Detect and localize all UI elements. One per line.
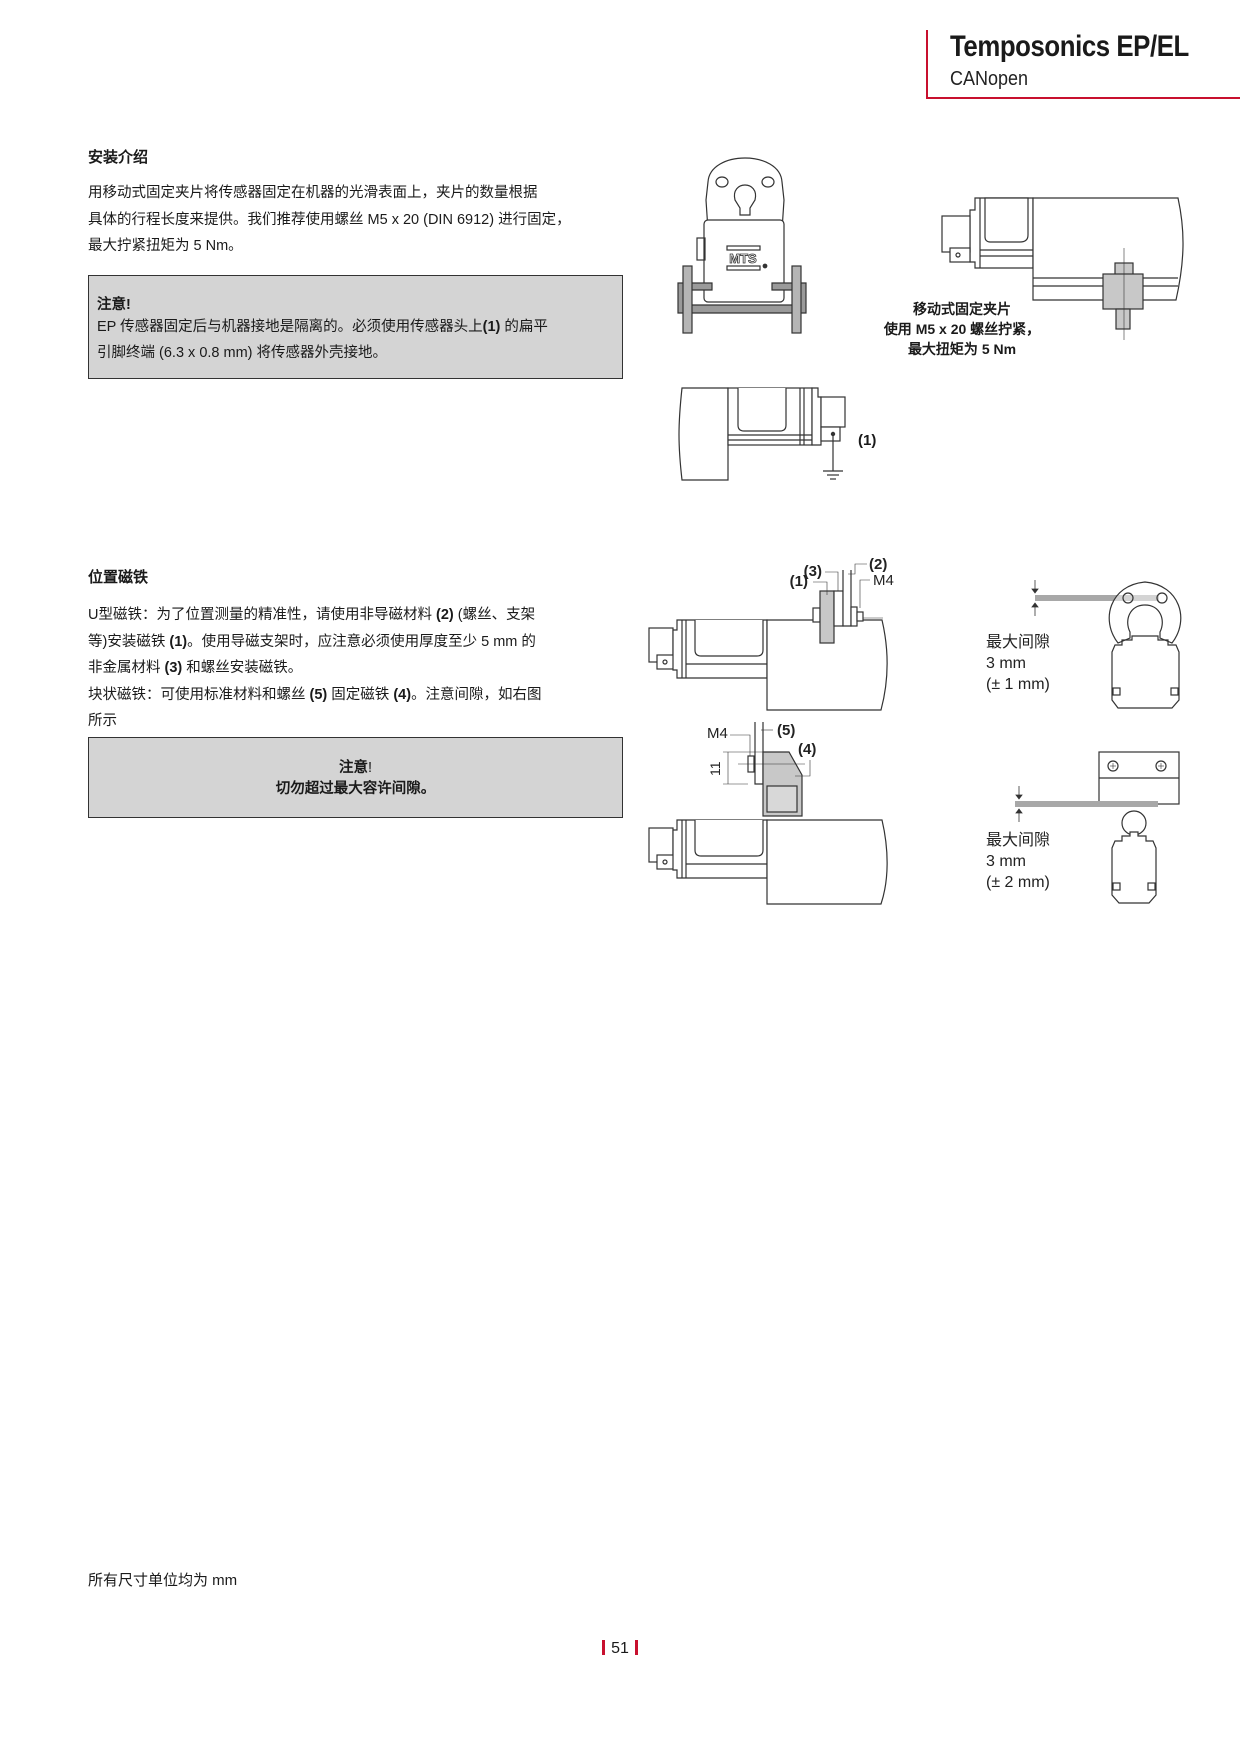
- sensor-grounding-diagram: [678, 387, 846, 481]
- notice-title: 注意!: [97, 297, 131, 313]
- clamp-figure-caption: 移动式固定夹片 使用 M5 x 20 螺丝拧紧， 最大扭矩为 5 Nm: [862, 299, 1062, 359]
- notice-text-part: EP 传感器固定后与机器接地是隔离的。必须使用传感器头上: [97, 319, 483, 335]
- block-magnet-gap-spec: 最大间隙 3 mm (± 2 mm): [986, 830, 1050, 893]
- callout-screw-5: (5): [777, 722, 795, 739]
- gap-label: 最大间隙: [986, 832, 1051, 849]
- page-number: 51: [0, 1640, 1240, 1658]
- sensor-side-view-clamp-diagram: [941, 197, 1184, 340]
- section-heading-installation: 安装介绍: [88, 149, 149, 166]
- gap-value: 3 mm: [986, 655, 1026, 672]
- sensor-front-view-clamp-diagram: MTS: [677, 157, 807, 334]
- u-magnet-mounting-diagram: (1) (3) (2) M4: [648, 556, 894, 711]
- gap-value: 3 mm: [986, 853, 1026, 870]
- page-number-left-bar: [602, 1640, 606, 1655]
- ground-terminal-callout: (1): [858, 432, 877, 449]
- callout-nonmagnetic-3: (3): [804, 563, 822, 580]
- block-magnet-gap-diagram: [1015, 751, 1180, 904]
- notice-text: 切勿超过最大容许间隙。: [275, 781, 436, 797]
- callout-screw-2: (2): [869, 556, 887, 573]
- gap-warning-notice-box: 注意! 切勿超过最大容许间隙。: [88, 737, 623, 818]
- paragraph-line: 用移动式固定夹片将传感器固定在机器的光滑表面上，夹片的数量根据: [88, 185, 538, 201]
- header-accent-vertical-line: [926, 30, 928, 99]
- caption-line: 移动式固定夹片: [913, 301, 1011, 317]
- dimension-11: 11: [707, 761, 723, 776]
- document-title: Temposonics EP/EL: [950, 30, 1189, 63]
- units-footnote: 所有尺寸单位均为 mm: [88, 1572, 238, 1589]
- callout-m4: M4: [873, 572, 894, 589]
- notice-text-part: 的扁平: [500, 319, 548, 335]
- gap-tolerance: (± 1 mm): [986, 676, 1050, 693]
- u-magnet-gap-diagram: [1031, 580, 1182, 709]
- paragraph-line: 非金属材料 (3) 和螺丝安装磁铁。: [88, 660, 303, 676]
- caption-line: 使用 M5 x 20 螺丝拧紧，: [883, 321, 1041, 337]
- paragraph-line: 最大拧紧扭矩为 5 Nm。: [88, 238, 243, 254]
- callout-magnet-1: (1): [790, 573, 808, 590]
- mts-logo: MTS: [729, 251, 757, 266]
- document-subtitle: CANopen: [950, 68, 1029, 90]
- paragraph-line: 所示: [88, 713, 117, 729]
- caption-line: 最大扭矩为 5 Nm: [907, 341, 1017, 357]
- block-magnet-mounting-diagram: M4 (5) (4) 11: [648, 722, 888, 905]
- callout-block-magnet-4: (4): [798, 741, 816, 758]
- page-number-value: 51: [611, 1640, 629, 1657]
- paragraph-line: 等)安装磁铁 (1)。使用导磁支架时，应注意必须使用厚度至少 5 mm 的: [88, 633, 536, 650]
- u-magnet-gap-spec: 最大间隙 3 mm (± 1 mm): [986, 632, 1050, 695]
- notice-callout-ref: (1): [482, 319, 501, 335]
- gap-label: 最大间隙: [986, 634, 1051, 651]
- page-number-right-bar: [634, 1640, 638, 1655]
- section-heading-magnets: 位置磁铁: [88, 569, 149, 586]
- gap-tolerance: (± 2 mm): [986, 874, 1050, 891]
- paragraph-line: 具体的行程长度来提供。我们推荐使用螺丝 M5 x 20 (DIN 6912) 进…: [88, 211, 571, 228]
- installation-paragraph: 用移动式固定夹片将传感器固定在机器的光滑表面上，夹片的数量根据 具体的行程长度来…: [88, 180, 628, 260]
- ground-symbol-icon: [823, 434, 843, 480]
- header-accent-horizontal-line: [926, 97, 1240, 99]
- paragraph-line: 块状磁铁：可使用标准材料和螺丝 (5) 固定磁铁 (4)。注意间隙，如右图: [88, 686, 542, 703]
- magnets-paragraph: U型磁铁：为了位置测量的精准性，请使用非导磁材料 (2) (螺丝、支架 等)安装…: [88, 602, 628, 735]
- callout-m4-block: M4: [707, 725, 728, 742]
- paragraph-line: U型磁铁：为了位置测量的精准性，请使用非导磁材料 (2) (螺丝、支架: [88, 607, 536, 623]
- notice-text: EP 传感器固定后与机器接地是隔离的。必须使用传感器头上(1) 的扁平 引脚终端…: [97, 314, 614, 366]
- notice-text-part: 引脚终端 (6.3 x 0.8 mm) 将传感器外壳接地。: [97, 345, 388, 361]
- notice-title: 注意!: [338, 760, 373, 776]
- grounding-notice-box: 注意! EP 传感器固定后与机器接地是隔离的。必须使用传感器头上(1) 的扁平 …: [88, 275, 623, 379]
